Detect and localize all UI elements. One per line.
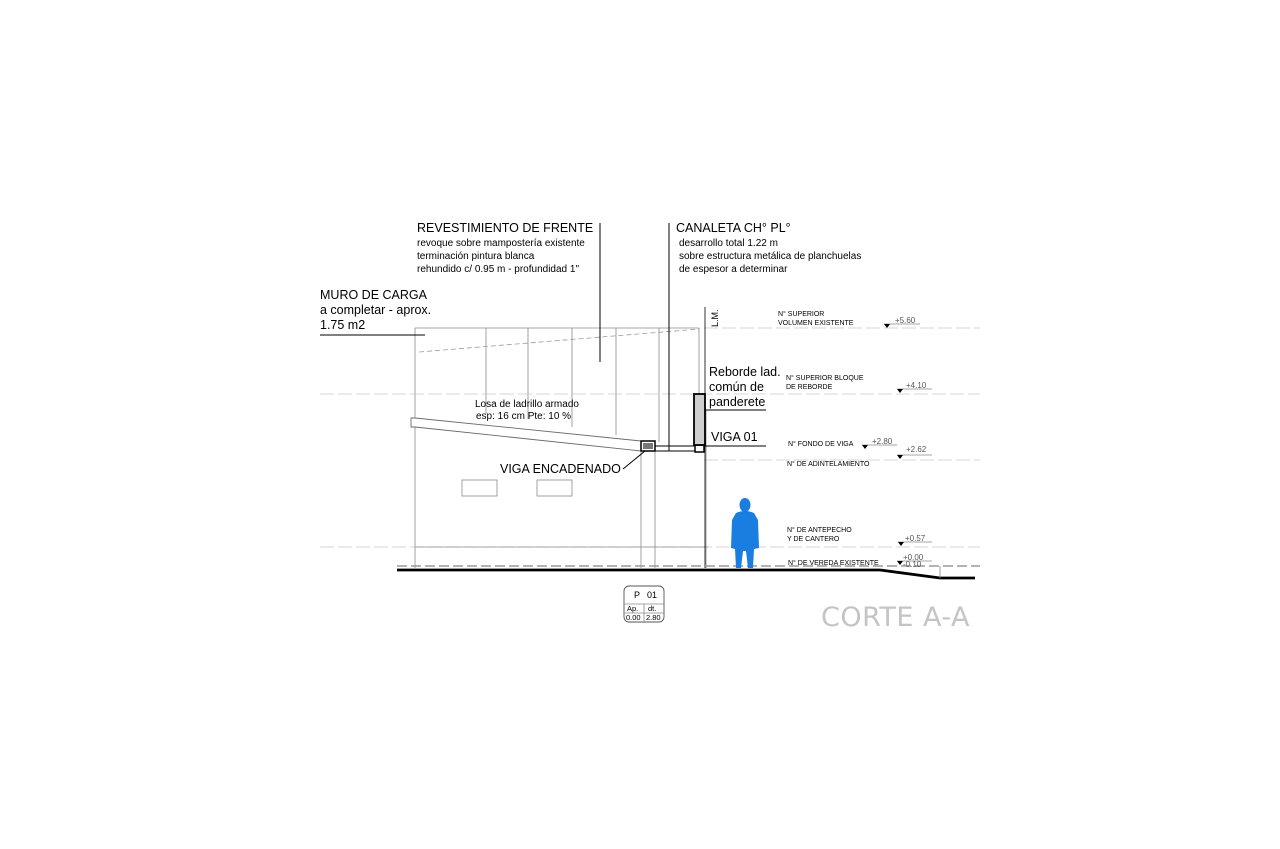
revestimiento-line-3: rehundido c/ 0.95 m - profundidad 1" [417,264,579,275]
level-label: N° FONDO DE VIGA [788,440,854,448]
callout-losa: Losa de ladrillo armado esp: 16 cm Pte: … [475,399,579,422]
leader-lines [320,223,766,470]
losa-line-2: esp: 16 cm Pte: 10 % [476,411,571,422]
muro-line-3: 1.75 m2 [320,318,365,332]
callout-muro-de-carga: MURO DE CARGA a completar - aprox. 1.75 … [320,288,431,332]
building-outline [320,327,980,568]
sloped-slab [410,417,642,452]
canaleta-heading: CANALETA CH° PL° [676,221,791,235]
canaleta-lines [668,223,706,568]
reborde-line-2: común de [709,380,764,394]
viga-01-label: VIGA 01 [711,430,758,444]
level-label: N° SUPERIOR [778,310,824,318]
level-value: +0.57 [905,534,926,543]
level-label: N° DE ANTEPECHO [787,526,852,534]
muro-line-2: a completar - aprox. [320,303,431,317]
level-markers: N° SUPERIOR VOLUMEN EXISTENTE +5.60 N° S… [778,310,932,569]
canaleta-line-2: sobre estructura metálica de planchuelas [679,251,861,262]
level-marker-icon [898,542,904,546]
section-title: CORTE A-A [821,602,970,633]
level-marker-icon [897,561,903,565]
canaleta-line-1: desarrollo total 1.22 m [679,238,778,249]
tag-left-header: Ap. [627,604,638,613]
level-label: N° DE ADINTELAMIENTO [787,460,870,468]
callout-revestimiento: REVESTIMIENTO DE FRENTE revoque sobre ma… [417,221,593,275]
tag-number: 01 [647,590,657,600]
level-value-secondary: -0.10 [903,560,922,569]
tag-name: P [634,590,640,600]
level-label: Y DE CANTERO [787,536,840,543]
reborde-line-1: Reborde lad. [709,365,781,379]
tag-right-value: 2.80 [646,613,661,622]
human-figure-icon [731,498,759,568]
level-label: VOLUMEN EXISTENTE [778,320,854,327]
level-label: N° DE VEREDA EXISTENTE [788,559,879,567]
revestimiento-heading: REVESTIMIENTO DE FRENTE [417,221,593,235]
level-value: +2.80 [872,437,893,446]
level-marker-icon [897,389,903,393]
level-marker-icon [884,324,890,328]
ground-line [397,565,980,580]
callout-canaleta: CANALETA CH° PL° desarrollo total 1.22 m… [676,221,861,275]
tag-right-header: dt. [648,604,656,613]
level-value: +5.60 [895,316,916,325]
windows [461,479,573,497]
window-tag: P 01 Ap. dt. 0.00 2.80 [623,585,665,623]
losa-line-1: Losa de ladrillo armado [475,399,579,410]
level-label: DE REBORDE [786,384,833,391]
level-value: +0.00 [903,553,924,562]
viga-encadenado-label: VIGA ENCADENADO [500,462,621,476]
level-label: N° SUPERIOR BLOQUE [786,374,864,382]
level-value: +2.62 [906,445,927,454]
level-marker-icon [897,455,903,459]
canaleta-line-3: de espesor a determinar [679,264,788,275]
level-marker-icon [862,445,868,449]
level-value: +4.10 [906,381,927,390]
revestimiento-line-2: terminación pintura blanca [417,251,535,262]
tag-left-value: 0.00 [626,613,641,622]
linea-municipal-label: L.M. [710,309,720,327]
reborde-panderete [693,393,706,446]
callout-reborde: Reborde lad. común de panderete [709,365,781,409]
muro-line-1: MURO DE CARGA [320,288,428,302]
revestimiento-line-1: revoque sobre mampostería existente [417,238,585,249]
reborde-line-3: panderete [709,395,765,409]
